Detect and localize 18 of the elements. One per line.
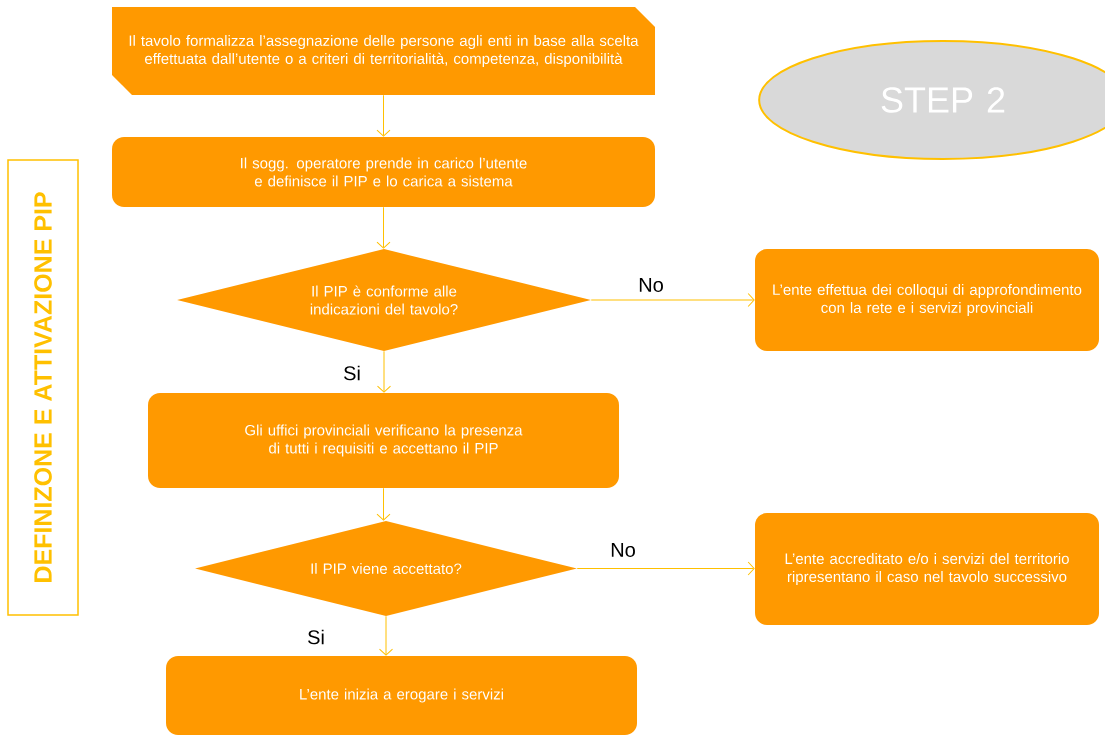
process-box: Il sogg. operatore prende in carico l’utente e definisce il PIP e lo carica a sistema	[112, 137, 655, 207]
process-box: Il tavolo formalizza l’assegnazione delle persone agli enti in base alla scelta effettuata dall’utente o a criteri di territorialità, competenza, disponibilità	[112, 7, 655, 95]
edge-label: No	[609, 542, 637, 558]
arrow	[376, 206, 391, 249]
arrow	[376, 487, 391, 521]
arrow	[590, 293, 755, 307]
arrow	[576, 561, 755, 576]
edge-label: Si	[306, 628, 326, 646]
process-box: L’ente inizia a erogare i servizi	[166, 656, 637, 735]
arrow	[377, 350, 391, 393]
arrow	[376, 94, 391, 137]
edge-label: No	[637, 277, 665, 293]
process-box: L’ente accreditato e/o i servizi del territorio ripresentano il caso nel tavolo successivo	[755, 513, 1099, 625]
process-box: L’ente effettua dei colloqui di approfondimento con la rete e i servizi provinciali	[755, 249, 1099, 351]
section-label-box: DEFINIZONE E ATTIVAZIONE PIP	[7, 159, 79, 616]
arrow	[379, 615, 393, 656]
edge-label: Si	[342, 364, 362, 382]
process-box: Gli uffici provinciali verificano la presenza di tutti i requisiti e accettano il PIP	[148, 393, 619, 488]
